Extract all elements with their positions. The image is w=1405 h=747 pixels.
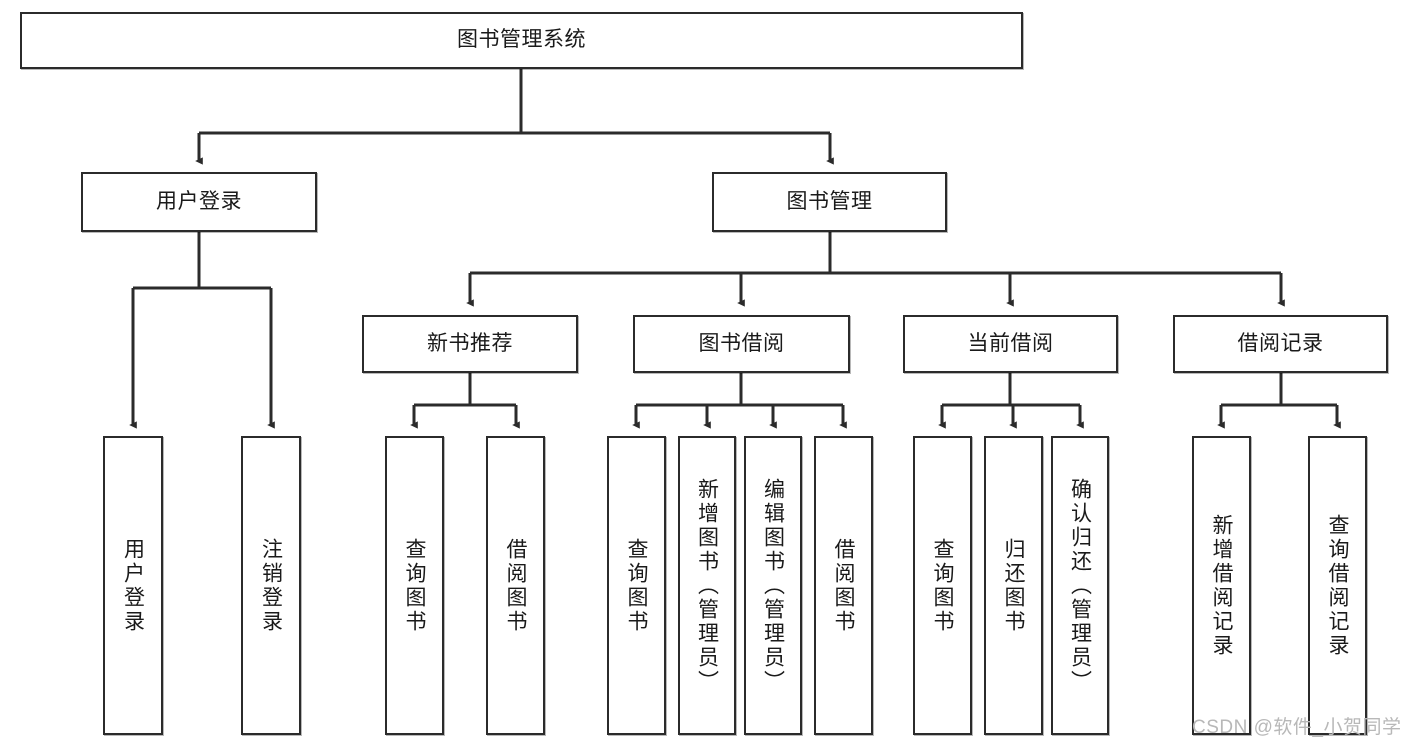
node-leaf-borrow-book-1[interactable]: 借阅图书 (486, 436, 545, 735)
node-leaf-borrow-book-1-label: 借阅图书 (504, 537, 527, 634)
node-leaf-query-borrow-record[interactable]: 查询借阅记录 (1308, 436, 1367, 735)
node-new-book-recommend[interactable]: 新书推荐 (362, 315, 578, 373)
node-leaf-query-book-1-label: 查询图书 (403, 537, 426, 634)
watermark: CSDN @软件_小贺同学 (1192, 717, 1402, 738)
node-leaf-return-book-label: 归还图书 (1002, 537, 1025, 634)
node-leaf-add-borrow-record-label: 新增借阅记录 (1210, 513, 1233, 658)
node-leaf-query-book-2[interactable]: 查询图书 (607, 436, 666, 735)
node-book-borrow[interactable]: 图书借阅 (633, 315, 850, 373)
node-leaf-query-book-3[interactable]: 查询图书 (913, 436, 972, 735)
node-leaf-query-book-3-label: 查询图书 (931, 537, 954, 634)
node-leaf-user-logout[interactable]: 注销登录 (241, 436, 301, 735)
node-leaf-query-book-2-label: 查询图书 (625, 537, 648, 634)
node-leaf-query-book-1[interactable]: 查询图书 (385, 436, 444, 735)
node-leaf-user-login-label: 用户登录 (121, 537, 145, 634)
node-leaf-confirm-return-admin[interactable]: 确认归还（管理员） (1051, 436, 1109, 735)
node-root[interactable]: 图书管理系统 (20, 12, 1023, 69)
node-root-label: 图书管理系统 (457, 28, 586, 52)
node-book-borrow-label: 图书借阅 (698, 331, 785, 355)
node-leaf-edit-book-admin[interactable]: 编辑图书（管理员） (744, 436, 802, 735)
node-current-borrow[interactable]: 当前借阅 (903, 315, 1118, 373)
node-new-book-recommend-label: 新书推荐 (427, 331, 513, 355)
node-leaf-add-book-admin-label: 新增图书（管理员） (695, 477, 719, 694)
node-leaf-user-logout-label: 注销登录 (259, 537, 283, 634)
node-book-manage[interactable]: 图书管理 (712, 172, 947, 232)
node-leaf-confirm-return-admin-label: 确认归还（管理员） (1068, 477, 1092, 694)
node-borrow-record[interactable]: 借阅记录 (1173, 315, 1388, 373)
node-leaf-user-login[interactable]: 用户登录 (103, 436, 163, 735)
node-leaf-borrow-book-2-label: 借阅图书 (832, 537, 855, 634)
node-leaf-edit-book-admin-label: 编辑图书（管理员） (761, 477, 785, 694)
node-book-manage-label: 图书管理 (786, 189, 873, 213)
node-current-borrow-label: 当前借阅 (967, 331, 1054, 355)
node-leaf-borrow-book-2[interactable]: 借阅图书 (814, 436, 873, 735)
node-borrow-record-label: 借阅记录 (1237, 331, 1324, 355)
node-user-login-label: 用户登录 (156, 189, 242, 213)
node-leaf-add-borrow-record[interactable]: 新增借阅记录 (1192, 436, 1251, 735)
node-leaf-return-book[interactable]: 归还图书 (984, 436, 1043, 735)
node-user-login[interactable]: 用户登录 (81, 172, 317, 232)
node-leaf-add-book-admin[interactable]: 新增图书（管理员） (678, 436, 736, 735)
node-leaf-query-borrow-record-label: 查询借阅记录 (1326, 513, 1349, 658)
